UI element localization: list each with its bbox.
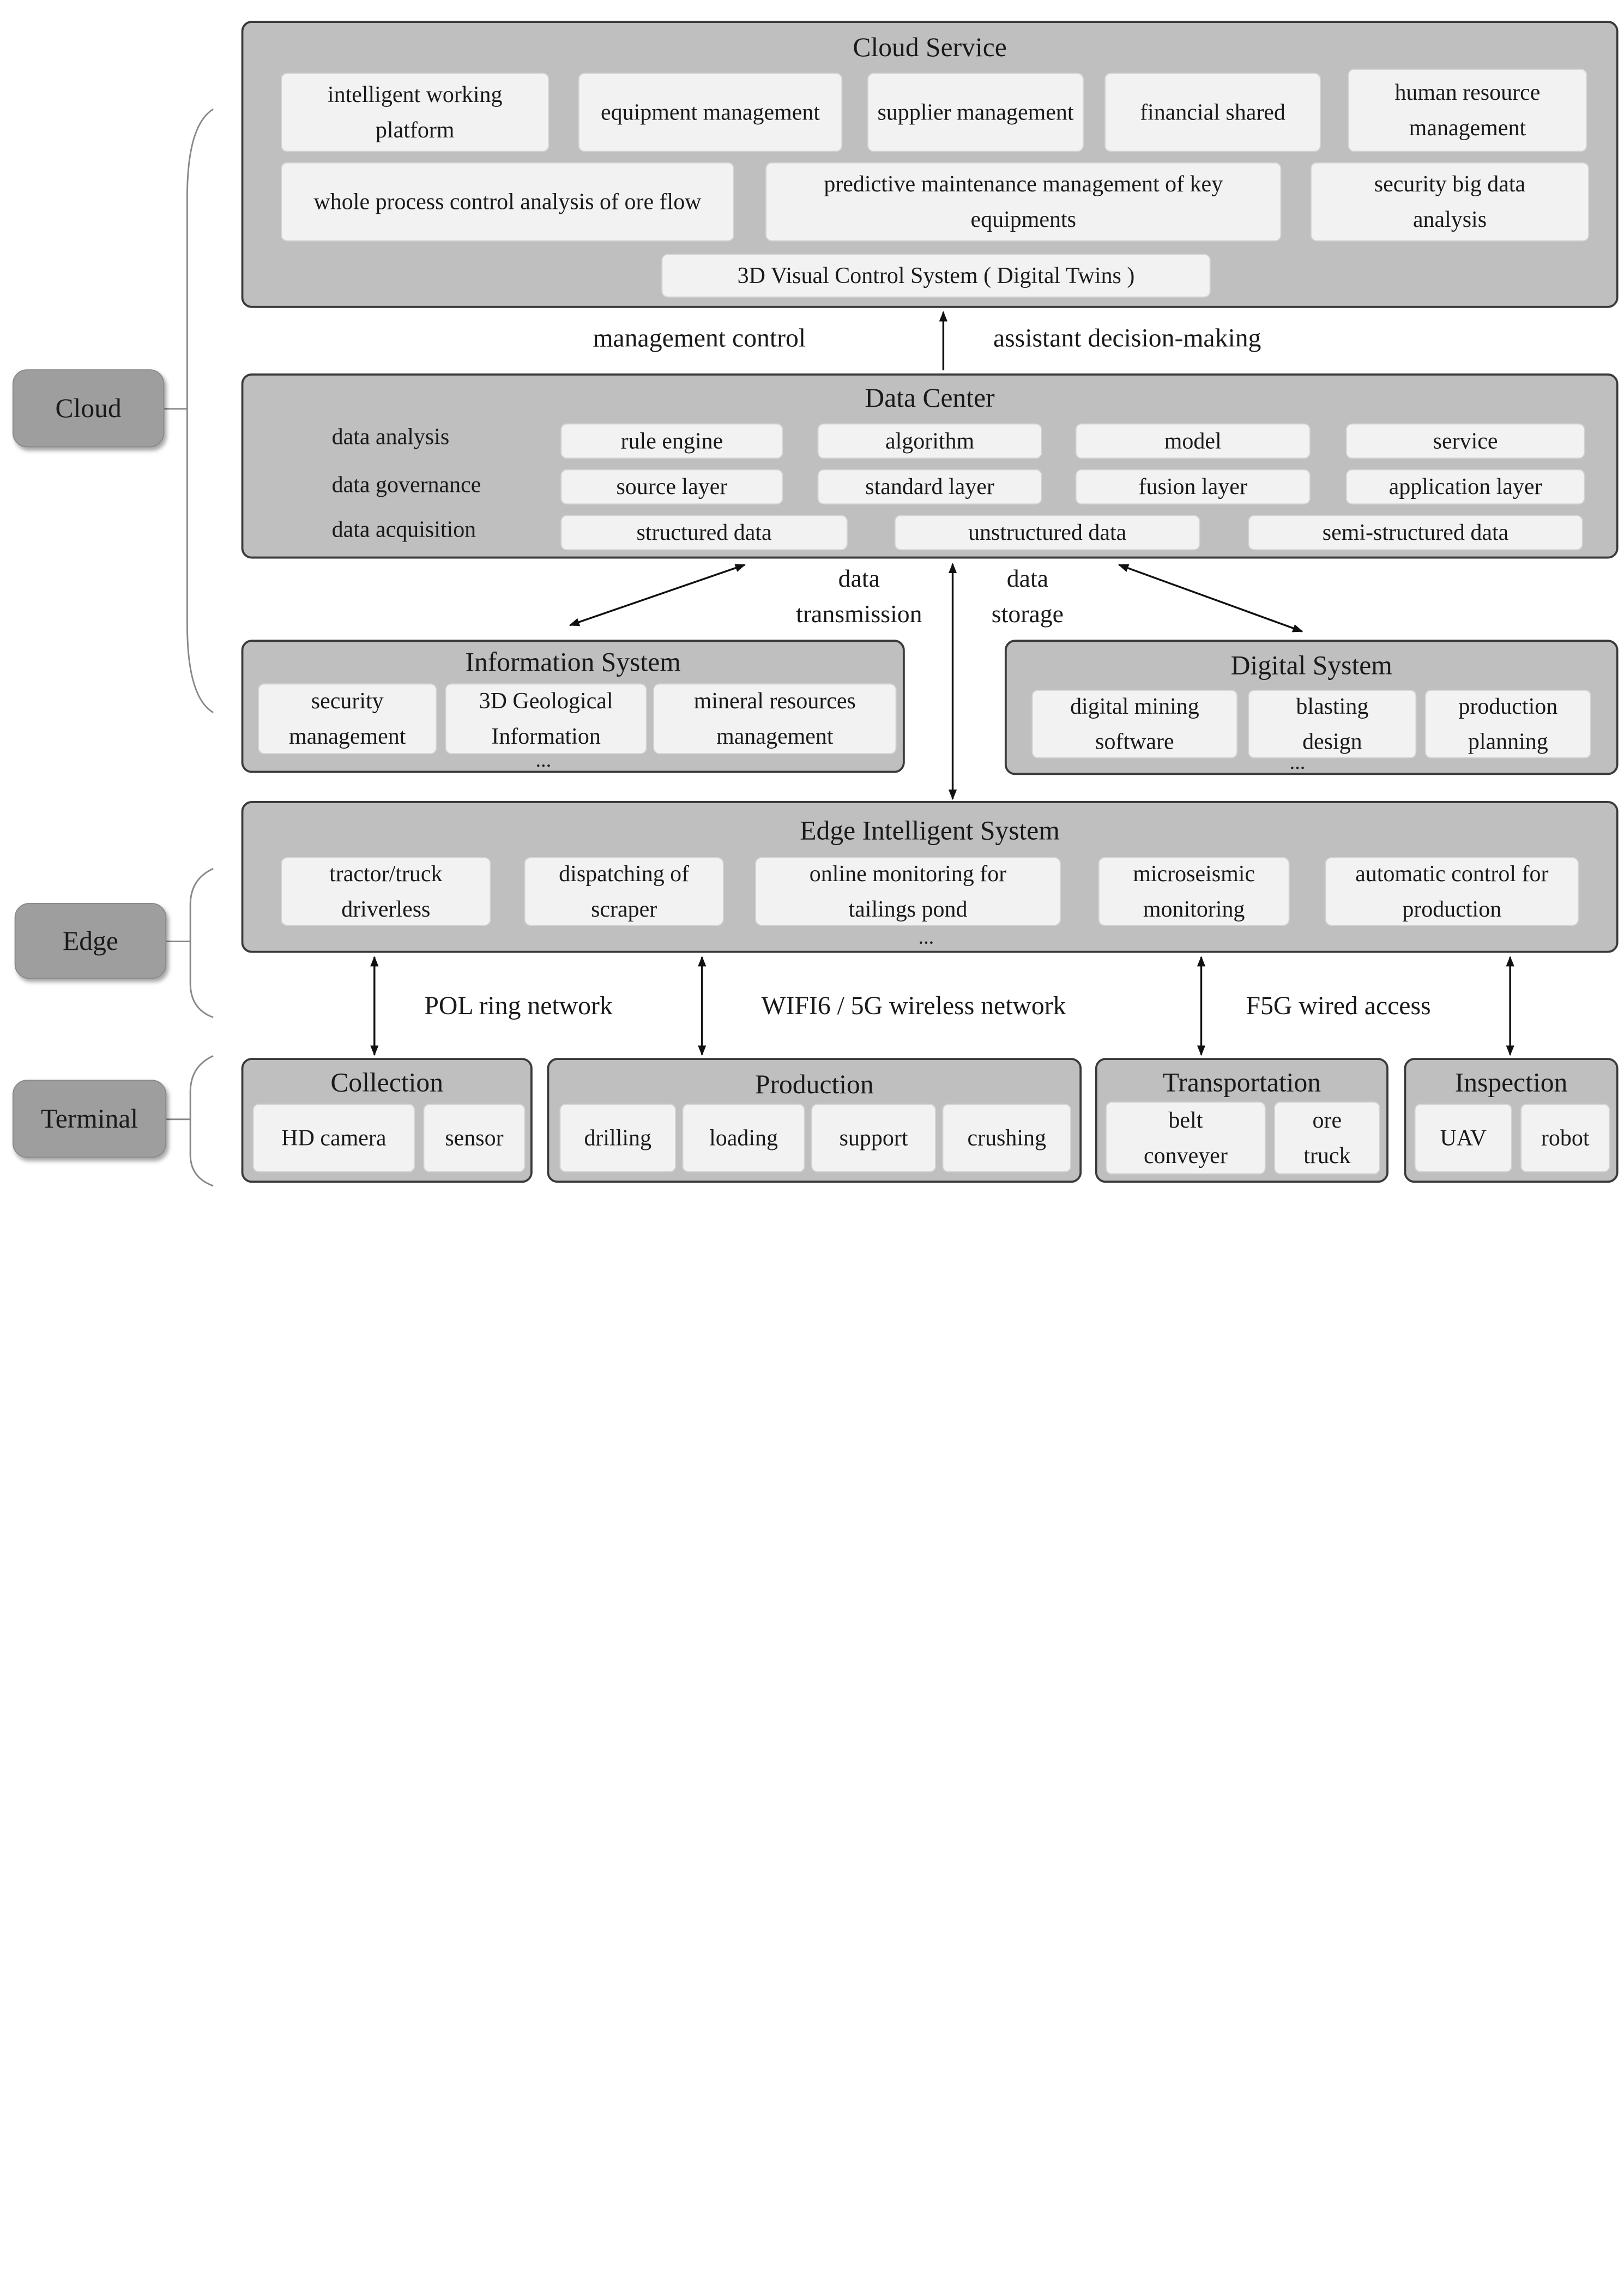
digital-system-panel: Digital System digital mining software b… <box>1004 640 1619 775</box>
label-management-control: management control <box>593 324 806 353</box>
edge-item-microseismic: microseismic monitoring <box>1098 857 1290 926</box>
cloud-service-title: Cloud Service <box>853 32 1007 63</box>
cloud-item-financial-shared: financial shared <box>1104 73 1321 152</box>
digital-item-mining-software: digital mining software <box>1031 689 1238 758</box>
inspection-item-uav: UAV <box>1414 1104 1512 1173</box>
transportation-item-belt-conveyer: belt conveyer <box>1105 1101 1266 1174</box>
label-assistant-decision: assistant decision-making <box>993 324 1261 353</box>
edge-item-driverless: tractor/truck driverless <box>281 857 491 926</box>
dc-item-fusion-layer: fusion layer <box>1075 469 1311 505</box>
edge-bracket <box>189 868 214 1019</box>
collection-item-hd-camera: HD camera <box>252 1104 415 1173</box>
collection-title: Collection <box>330 1067 444 1098</box>
information-system-panel: Information System security management 3… <box>241 640 905 773</box>
cloud-item-human-resource-management: human resource management <box>1348 68 1587 152</box>
dc-item-standard-layer: standard layer <box>817 469 1042 505</box>
dc-item-structured-data: structured data <box>560 515 848 551</box>
level-data-acquisition: data acquisition <box>331 516 476 542</box>
edge-item-automatic-control: automatic control for production <box>1325 857 1579 926</box>
info-item-mineral-resources: mineral resources management <box>653 683 897 755</box>
cloud-item-ore-flow-analysis: whole process control analysis of ore fl… <box>281 162 734 242</box>
data-center-title: Data Center <box>865 383 995 413</box>
digital-system-title: Digital System <box>1230 650 1392 680</box>
dc-item-source-layer: source layer <box>560 469 783 505</box>
label-data-transmission: data transmission <box>781 562 937 633</box>
info-item-security-management: security management <box>258 683 437 755</box>
arrow-dc-info <box>569 564 746 627</box>
edge-system-panel: Edge Intelligent System tractor/truck dr… <box>241 801 1619 953</box>
collection-item-sensor: sensor <box>423 1104 526 1173</box>
terminal-tag-label: Terminal <box>40 1103 138 1134</box>
transportation-panel: Transportation belt conveyer ore truck <box>1095 1058 1388 1183</box>
label-wifi-5g: WIFI6 / 5G wireless network <box>761 992 1066 1021</box>
inspection-panel: Inspection UAV robot <box>1404 1058 1619 1183</box>
connector-overlay <box>164 109 1514 1187</box>
label-pol-ring: POL ring network <box>424 992 613 1021</box>
terminal-bracket <box>189 1055 214 1187</box>
production-item-loading: loading <box>682 1104 805 1173</box>
cloud-tag-label: Cloud <box>55 393 122 423</box>
inspection-title: Inspection <box>1454 1067 1568 1098</box>
cloud-item-intelligent-working-platform: intelligent working platform <box>281 73 550 152</box>
cloud-bracket <box>186 109 214 714</box>
dc-item-model: model <box>1075 423 1311 459</box>
label-data-storage: data storage <box>977 562 1077 633</box>
label-data-storage-text: data storage <box>991 565 1064 629</box>
edge-item-tailings-pond: online monitoring for tailings pond <box>755 857 1061 926</box>
cloud-item-security-big-data: security big data analysis <box>1310 162 1590 242</box>
digital-item-production-planning: production planning <box>1424 689 1591 758</box>
edge-tag-label: Edge <box>63 925 118 956</box>
transportation-item-ore-truck: ore truck <box>1274 1101 1380 1174</box>
cloud-item-equipment-management: equipment management <box>578 73 843 152</box>
label-f5g: F5G wired access <box>1246 992 1431 1021</box>
production-title: Production <box>754 1069 874 1100</box>
digital-more: ... <box>1289 751 1306 774</box>
production-item-support: support <box>811 1104 937 1173</box>
info-item-3d-geological: 3D Geological Information <box>445 683 647 755</box>
edge-item-scraper: dispatching of scraper <box>524 857 724 926</box>
information-system-title: Information System <box>465 647 681 677</box>
label-data-transmission-text: data transmission <box>796 565 922 629</box>
dc-item-algorithm: algorithm <box>817 423 1042 459</box>
cloud-service-panel: Cloud Service intelligent working platfo… <box>241 21 1619 308</box>
cloud-tag: Cloud <box>12 369 165 448</box>
dc-item-rule-engine: rule engine <box>560 423 783 459</box>
terminal-tag: Terminal <box>12 1080 167 1158</box>
cloud-item-supplier-management: supplier management <box>867 73 1084 152</box>
production-item-drilling: drilling <box>559 1104 677 1173</box>
digital-item-blasting-design: blasting design <box>1248 689 1417 758</box>
dc-item-application-layer: application layer <box>1345 469 1585 505</box>
cloud-item-3d-visual-control: 3D Visual Control System ( Digital Twins… <box>661 254 1211 298</box>
collection-panel: Collection HD camera sensor <box>241 1058 533 1183</box>
edge-tag: Edge <box>14 902 167 979</box>
level-data-analysis: data analysis <box>331 423 450 450</box>
info-more: ... <box>535 749 552 772</box>
production-panel: Production drilling loading support crus… <box>547 1058 1082 1183</box>
edge-system-title: Edge Intelligent System <box>800 815 1060 846</box>
inspection-item-robot: robot <box>1520 1104 1610 1173</box>
level-data-governance: data governance <box>331 471 481 497</box>
production-item-crushing: crushing <box>942 1104 1072 1173</box>
arrow-dc-digital <box>1118 564 1303 633</box>
transportation-title: Transportation <box>1162 1067 1321 1098</box>
dc-item-unstructured-data: unstructured data <box>894 515 1200 551</box>
edge-more: ... <box>918 925 934 949</box>
dc-item-service: service <box>1345 423 1585 459</box>
dc-item-semi-structured-data: semi-structured data <box>1248 515 1583 551</box>
data-center-panel: Data Center data analysis data governanc… <box>241 373 1619 559</box>
cloud-item-predictive-maintenance: predictive maintenance management of key… <box>765 162 1282 242</box>
